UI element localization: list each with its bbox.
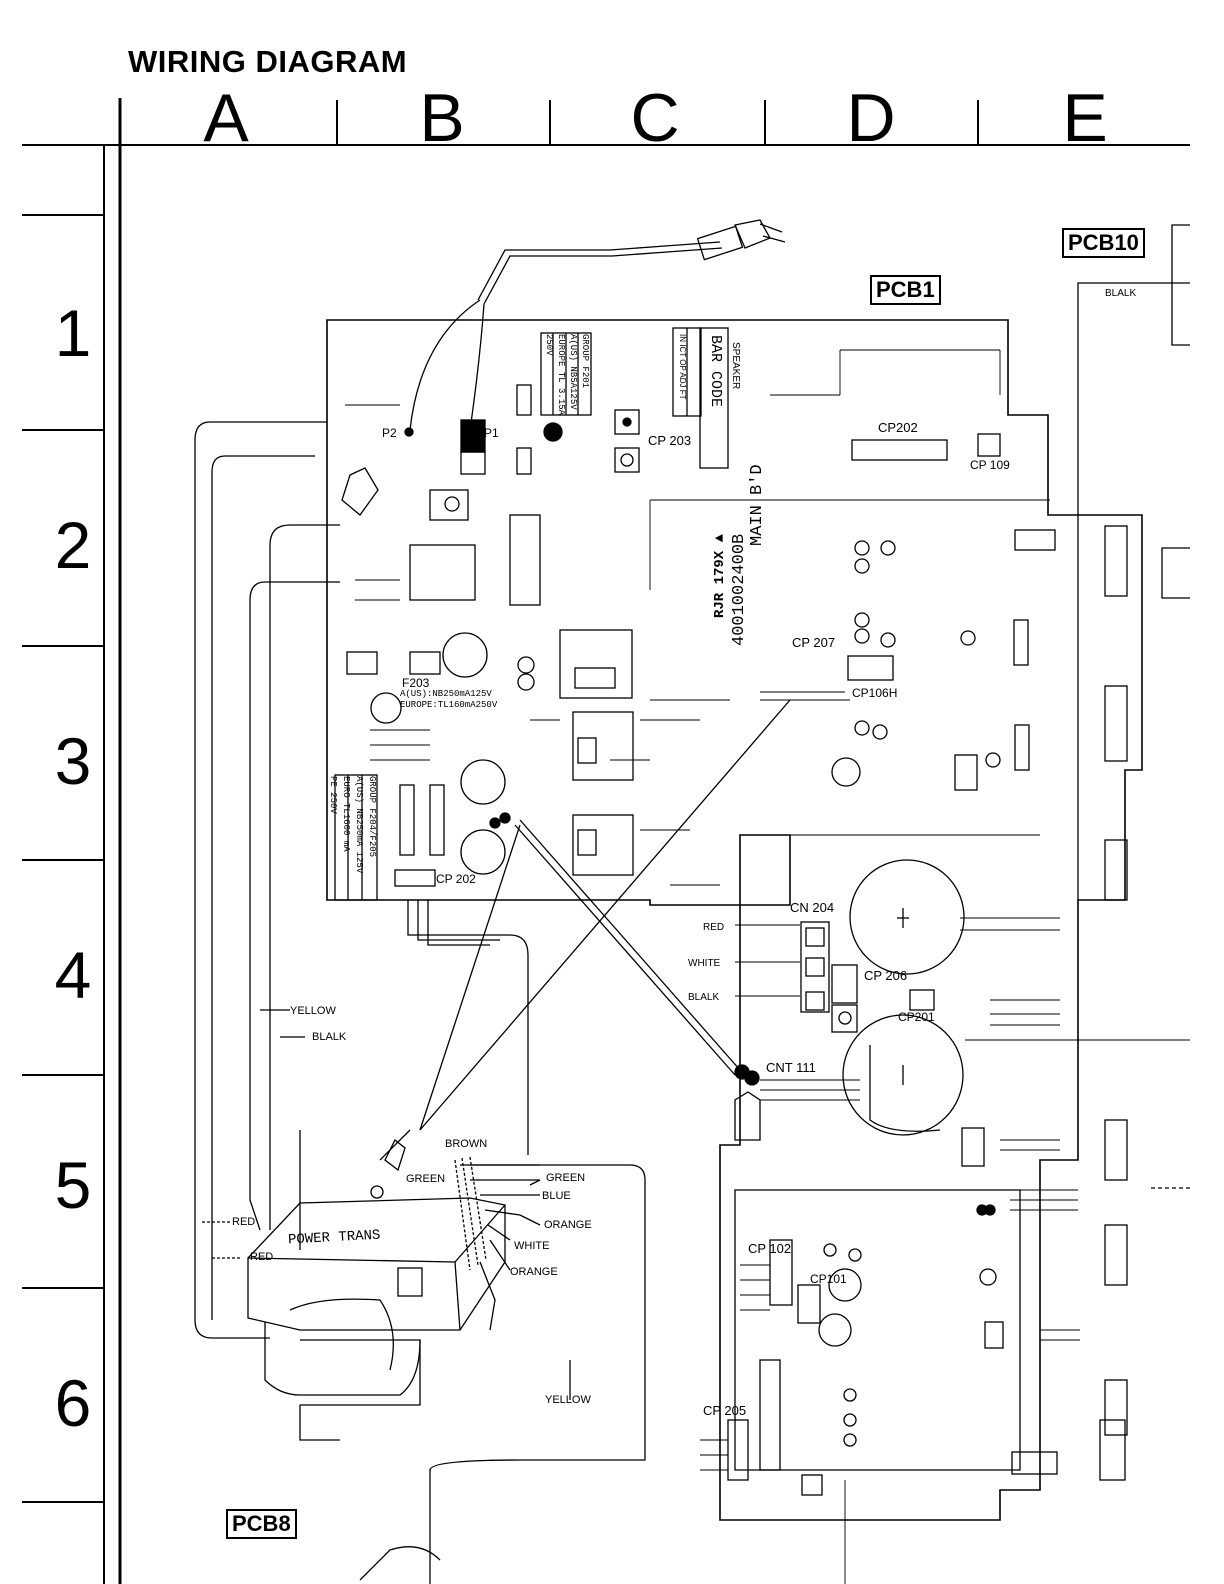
wire-red-left1-label: RED [232,1216,256,1228]
main-bd-code: RJR 179X ▲ [712,533,728,618]
column-label-b: B [419,80,465,156]
f201-eu: EUROPE [556,334,566,367]
wire-red-label: RED [703,922,725,933]
cp207-label: CP 207 [792,635,836,650]
adjust-table: IN ICT OP ADJ FT [676,334,688,400]
wire-green2-label: GREEN [546,1172,586,1184]
column-label-a: A [203,80,249,156]
power-cord [409,219,786,431]
wire-orange1-label: ORANGE [544,1219,592,1231]
main-bd-label: MAIN B'D [748,464,767,546]
f204-voltage: 250V [328,792,338,814]
cp109-label: CP 109 [970,458,1010,472]
f201-eu-value: TL 3.15A [556,371,566,416]
f201-table: GROUP F201 A(US) NB5A125V EUROPE TL 3.15… [543,334,591,415]
f204-eu-value: TL1600 mA [341,803,351,852]
cp101-label: CP101 [810,1272,847,1286]
power-transformer [247,1138,506,1441]
f201-group: GROUP [580,334,590,362]
f203-us: A(US):NB250mA125V [400,689,492,699]
main-bd-number: 4001002400B [730,533,749,646]
f204-group: GROUP [367,776,377,804]
column-label-d: D [846,80,896,156]
wire-brown-label: BROWN [445,1138,488,1150]
diagonal-leads [379,699,791,1161]
transformer-leads [200,1009,571,1400]
wire-yellow-bottom-label: YELLOW [545,1394,591,1406]
f201-voltage: 250V [544,334,554,356]
wire-white-label: WHITE [688,958,721,969]
pcb10-blalk-label: BLALK [1105,288,1137,299]
p1-label: P1 [484,426,499,440]
bar-code-label: BAR CODE [707,335,724,408]
wire-black-label: BLALK [688,992,720,1003]
cp206-label: CP 206 [864,968,908,983]
cp102-label: CP 102 [748,1241,792,1256]
adjust-ict: ICT [678,344,687,357]
cn204-label: CN 204 [790,900,835,915]
pcb1-outline [326,319,1143,1521]
f201-us: A(US) [568,334,578,362]
grid-frame [22,98,1190,1584]
pcb10-label: PCB10 [1062,228,1145,258]
f204-table: GROUP F204/F205 A(US) NB250mA 125V EURO … [326,776,378,873]
adjust-adj: ADJ [678,372,687,388]
wire-white2-label: WHITE [514,1240,550,1252]
trace-lines [345,349,1190,1584]
row-label-2: 2 [54,508,92,582]
row-label-4: 4 [54,938,92,1012]
f201-name: F201 [580,366,590,389]
left-harness [194,421,646,1584]
cp202-lower-label: CP 202 [436,872,476,886]
wire-orange2-label: ORANGE [510,1266,558,1278]
wire-red-left2-label: RED [250,1251,274,1263]
f204-name: F204/F205 [367,808,377,858]
adjust-op: OP [678,359,687,371]
f201-us-value: NB5A125V [568,366,578,410]
row-label-3: 3 [54,724,92,798]
column-label-c: C [630,80,680,156]
cp202-label: CP202 [878,420,918,435]
pcb8-label: PCB8 [226,1509,297,1539]
cp106h-label: CP106H [852,686,898,700]
f204-us-value: NB250mA 125V [354,808,364,874]
wire-black-left-label: BLALK [312,1031,347,1043]
p2-label: P2 [382,426,397,440]
adjust-in: IN [678,334,687,342]
f204-pe: PE [328,776,338,787]
speaker-label: SPEAKER [730,342,741,390]
column-label-e: E [1062,80,1108,156]
f203-eu: EUROPE:TL160mA250V [400,700,498,710]
wire-green1-label: GREEN [406,1173,446,1185]
wire-blue-label: BLUE [542,1190,571,1202]
page-title: WIRING DIAGRAM [128,44,408,79]
f204-eu: EURO [341,776,351,798]
cp201-label: CP201 [898,1010,935,1024]
f204-us: A(US) [354,776,364,804]
f203-label: F203 [402,676,430,690]
cp203-label: CP 203 [648,433,692,448]
row-label-6: 6 [54,1366,92,1440]
pcb10-outline [1077,224,1190,1189]
fuse-tables [334,327,729,901]
board-components [341,384,1058,1496]
cnt111-label: CNT 111 [766,1060,816,1075]
cp205-label: CP 205 [703,1403,747,1418]
wire-yellow-left-label: YELLOW [290,1005,336,1017]
pcb10-modules [1099,525,1128,1481]
adjust-ft: FT [678,389,687,400]
row-label-1: 1 [54,296,92,370]
pcb1-label: PCB1 [870,275,941,305]
row-label-5: 5 [54,1148,92,1222]
